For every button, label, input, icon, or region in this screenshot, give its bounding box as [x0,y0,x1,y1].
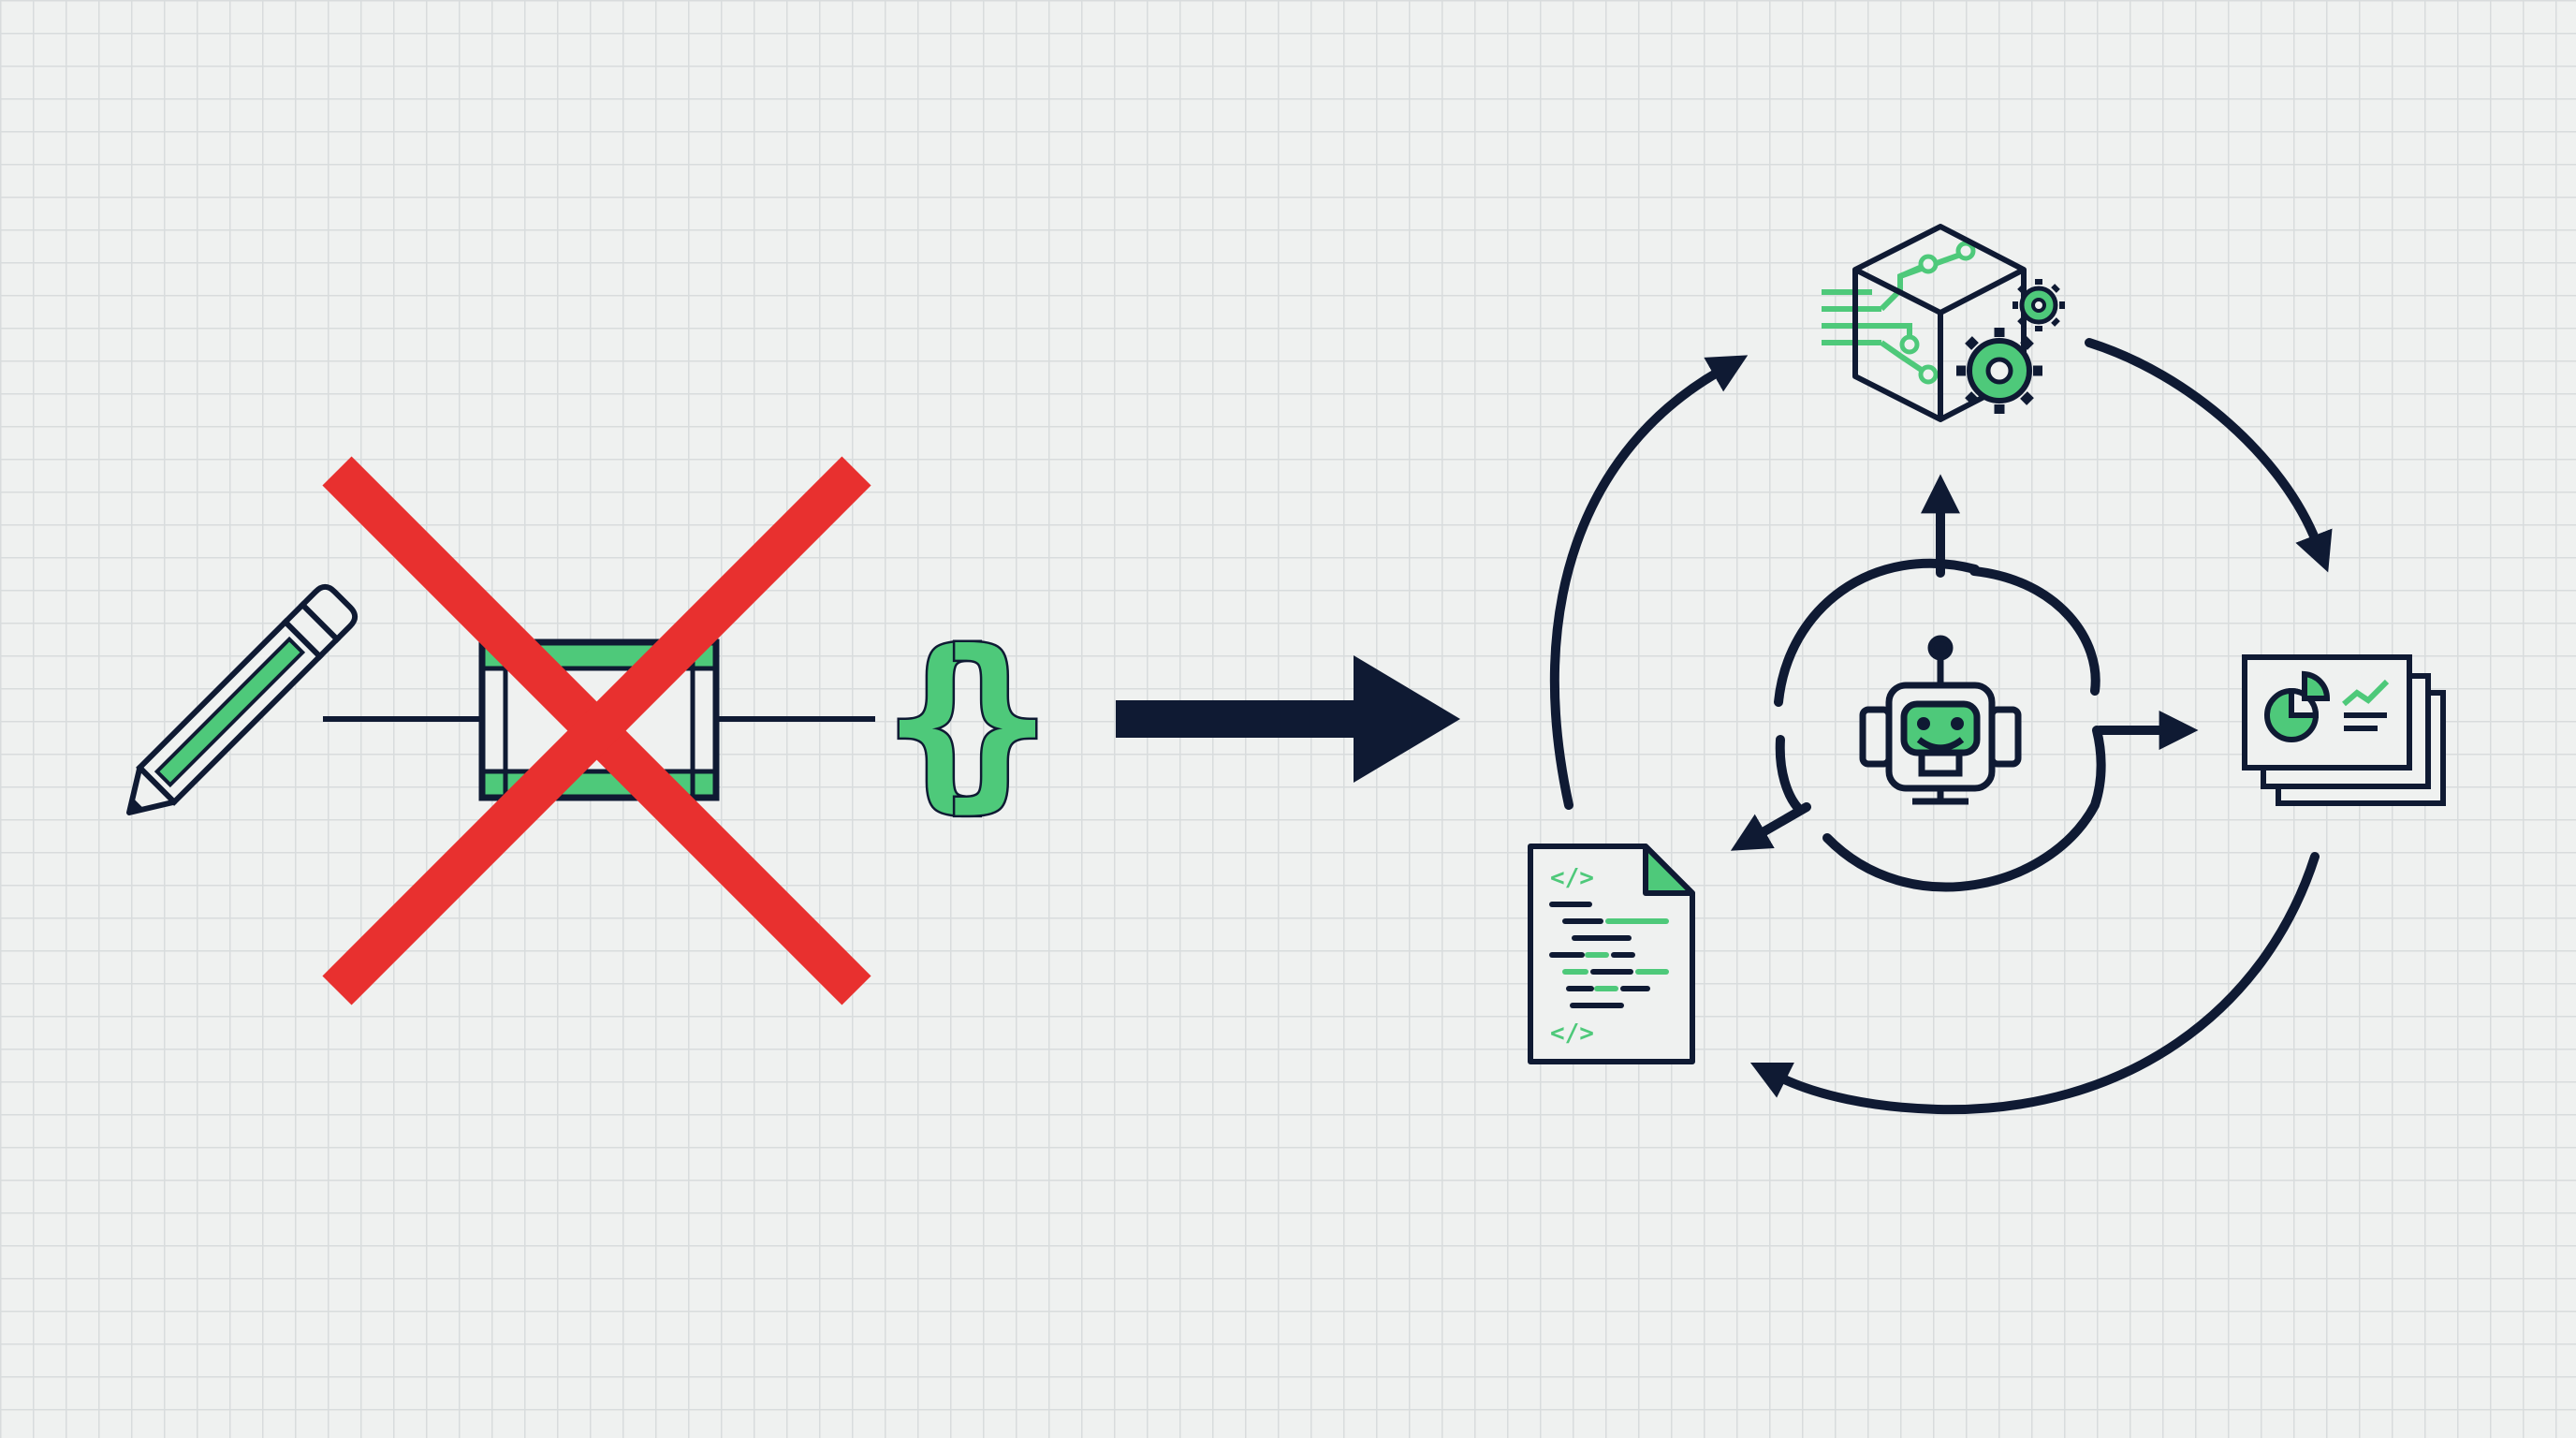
left-workflow-group: { } [126,456,1054,1005]
close-brace: } [939,611,1051,829]
right-arrow-icon [1116,655,1460,783]
outer-arrow-bottom [1749,852,2320,1115]
outer-arrow-top-right [2085,338,2333,573]
code-tag-bottom: </> [1550,1020,1594,1048]
red-x-mark [322,456,871,1005]
trend-line-icon [2342,679,2390,707]
pie-chart-icon [2264,670,2331,742]
outer-arrow-left [1549,355,1749,810]
large-gear-icon [1956,328,2042,414]
curly-braces-icon: { } [881,609,1053,832]
code-document-icon: </> </> [1528,844,1695,1064]
dashboard-report-icon [2242,654,2446,806]
cube-gears-icon [1822,224,2065,422]
inner-ring-left [1775,735,1802,812]
pencil-icon [126,583,359,815]
spoke-arrow-down-left [1730,802,1811,851]
code-tag-top: </> [1550,864,1594,892]
robot-icon [1859,635,2022,805]
inner-ring-top [1774,558,1980,707]
inner-ring-bottom [1822,726,2106,892]
small-gear-icon [2012,279,2065,331]
circuit-lines [1822,250,1968,377]
open-brace: { [884,611,996,829]
inner-ring-right [1969,566,2100,696]
agent-cycle [1549,338,2333,1115]
